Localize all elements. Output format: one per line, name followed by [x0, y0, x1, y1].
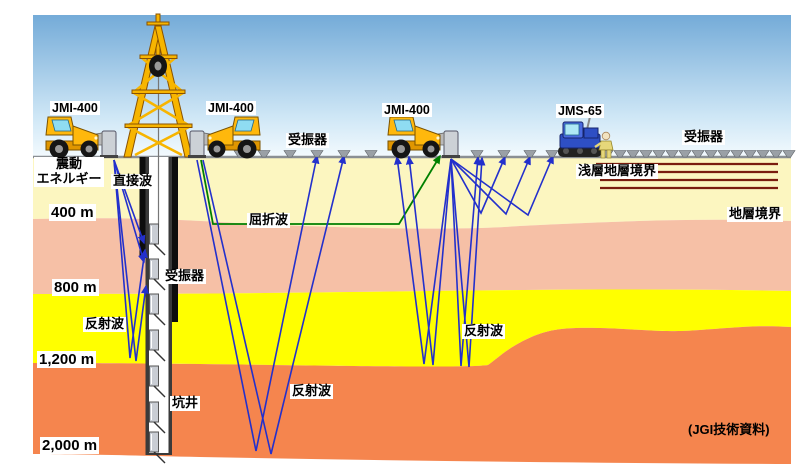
- label-truck-right: JMI-400: [382, 103, 432, 118]
- borehole-well: [139, 77, 178, 464]
- mini-vibrator-jms65: [558, 107, 602, 157]
- label-receiver-surface-right: 受振器: [682, 129, 726, 145]
- label-reflected-wave-right: 反射波: [462, 323, 506, 339]
- layer-yellow-800m: [33, 289, 791, 367]
- label-shallow-boundary: 浅層地層境界: [576, 163, 659, 179]
- label-truck-left: JMI-400: [50, 101, 100, 116]
- field-operator: [594, 131, 614, 159]
- label-reflected-wave-mid: 反射波: [290, 383, 334, 399]
- label-depth-400: 400 m: [49, 204, 96, 222]
- label-borehole: 坑井: [170, 395, 201, 411]
- label-truck-mid: JMI-400: [206, 101, 256, 116]
- label-refracted-wave: 屈折波: [247, 212, 291, 228]
- label-credit: (JGI技術資料): [688, 422, 770, 437]
- label-mini-vibrator: JMS-65: [556, 104, 604, 119]
- label-depth-1200: 1,200 m: [37, 351, 97, 369]
- label-depth-2000: 2,000 m: [40, 437, 100, 455]
- seismic-wave-paths: [113, 154, 554, 455]
- layer-pink-400m: [33, 218, 791, 294]
- label-receiver-borehole: 受振器: [163, 268, 207, 284]
- drilling-derrick: [123, 13, 193, 158]
- label-receiver-surface-left: 受振器: [286, 132, 330, 148]
- label-direct-wave: 直接波: [111, 173, 155, 189]
- label-depth-800: 800 m: [52, 279, 99, 297]
- ground-layers: [33, 157, 791, 464]
- label-vibration-energy: 震動 エネルギー: [34, 156, 104, 187]
- label-reflected-wave-left: 反射波: [83, 316, 127, 332]
- layer-orange-1200m: [33, 326, 791, 464]
- label-strata-boundary: 地層境界: [727, 206, 784, 222]
- refracted-wave-path: [200, 154, 441, 225]
